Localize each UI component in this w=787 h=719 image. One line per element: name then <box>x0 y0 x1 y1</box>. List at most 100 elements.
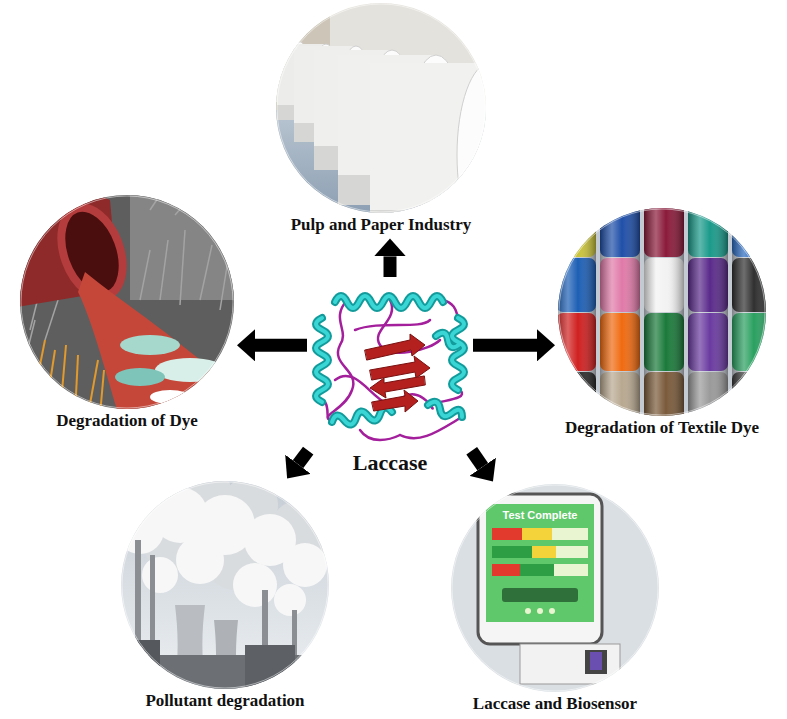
dye-effluent-photo <box>45 300 58 340</box>
dye-effluent-photo <box>30 340 45 415</box>
block-arrow <box>473 339 537 352</box>
circle-outline <box>20 195 234 409</box>
application-node: Degradation of Textile Dye <box>558 208 766 438</box>
dye-effluent-photo <box>205 205 215 225</box>
laccase-protein-structure <box>325 300 462 440</box>
screen-label-holder: Test Complete <box>487 509 593 522</box>
circle-outline <box>558 208 766 416</box>
circle-outline <box>122 482 328 688</box>
dye-effluent-photo <box>78 272 248 420</box>
laccase-protein-structure <box>335 296 443 308</box>
dye-effluent-photo <box>30 340 104 415</box>
circle-outline <box>276 3 486 213</box>
paper-rolls-photo <box>261 0 523 247</box>
laccase-protein-structure <box>372 390 418 412</box>
laccase-protein-structure <box>452 318 464 390</box>
biosensor-photo <box>492 528 522 540</box>
block-arrow <box>384 256 397 277</box>
laccase-protein-structure <box>428 402 462 417</box>
textile-thread-photo <box>644 205 684 426</box>
block-arrow <box>298 451 308 465</box>
factory-emission-photo <box>233 563 277 607</box>
biosensor-photo <box>502 588 578 602</box>
circle-outline <box>21 196 233 408</box>
biosensor-photo <box>486 504 594 622</box>
laccase-protein-structure <box>370 376 425 398</box>
screen-text: Test Complete <box>487 509 593 522</box>
connector-group <box>255 256 537 466</box>
biosensor-photo <box>537 608 543 614</box>
biosensor-photo <box>492 528 588 540</box>
circle-outline <box>559 209 765 415</box>
laccase-protein-structure <box>316 296 464 440</box>
dye-effluent-photo <box>150 390 190 404</box>
laccase-protein-structure <box>365 334 425 360</box>
dye-effluent-photo <box>60 345 66 415</box>
dye-effluent-photo <box>175 198 190 215</box>
textile-thread-photo <box>550 200 780 430</box>
block-arrow <box>255 339 307 352</box>
dye-effluent-photo <box>100 370 104 415</box>
textile-thread-photo <box>550 200 780 430</box>
laccase-protein-structure <box>325 402 330 420</box>
biosensor-photo <box>522 528 552 540</box>
factory-emission-photo <box>283 543 327 587</box>
laccase-protein-structure <box>316 296 464 425</box>
factory-emission-photo <box>115 463 340 705</box>
laccase-protein-structure <box>355 320 430 330</box>
laccase-protein-structure <box>316 296 464 425</box>
biosensor-photo <box>492 546 532 558</box>
application-caption: Pulp and Paper Industry <box>276 215 486 235</box>
biosensor-photo <box>549 608 555 614</box>
application-node: Pulp and Paper Industry <box>276 3 486 235</box>
circle-outline <box>277 4 485 212</box>
application-caption: Degradation of Dye <box>20 411 234 431</box>
biosensor-photo <box>492 564 520 576</box>
factory-emission-photo <box>150 555 155 700</box>
dye-effluent-photo <box>200 245 212 300</box>
application-node: Degradation of Dye <box>20 195 234 431</box>
laccase-protein-structure <box>335 296 443 308</box>
application-caption: Pollutant degradation <box>121 691 329 711</box>
enzyme-name: Laccase <box>310 450 470 476</box>
application-caption: Laccase and Biosensor <box>451 694 659 714</box>
block-arrow <box>472 451 483 467</box>
biosensor-photo <box>492 546 588 558</box>
biosensor-photo <box>520 564 554 576</box>
dye-effluent-photo <box>115 368 165 386</box>
biosensor-photo <box>532 546 556 558</box>
laccase-protein-structure <box>316 318 328 402</box>
dye-effluent-photo <box>120 335 180 355</box>
biosensor-photo <box>585 650 607 674</box>
laccase-protein-structure <box>436 333 460 347</box>
laccase-protein-structure <box>365 334 430 412</box>
factory-emission-photo <box>176 536 224 584</box>
factory-emission-photo <box>135 540 141 700</box>
biosensor-photo <box>450 483 662 695</box>
biosensor-photo <box>492 564 588 576</box>
textile-thread-photo <box>732 205 772 426</box>
enzyme-node: Laccase <box>310 280 470 478</box>
circle-outline <box>452 485 658 691</box>
laccase-protein-structure <box>400 417 462 438</box>
dye-effluent-photo <box>75 355 78 415</box>
dye-effluent-photo <box>0 150 248 420</box>
circle-outline <box>121 481 329 689</box>
laccase-protein-structure <box>360 430 400 440</box>
dye-effluent-photo <box>150 195 160 210</box>
application-node: Pollutant degradation <box>121 481 329 711</box>
dye-effluent-photo <box>15 190 240 415</box>
factory-emission-photo <box>142 557 178 593</box>
biosensor-photo <box>525 608 531 614</box>
factory-emission-photo <box>274 584 306 616</box>
dye-effluent-photo <box>160 240 168 300</box>
factory-emission-photo <box>300 660 340 700</box>
laccase-protein-structure <box>316 318 328 402</box>
dye-effluent-photo <box>88 360 98 415</box>
dye-effluent-photo <box>182 386 242 406</box>
biosensor-photo <box>450 483 662 695</box>
